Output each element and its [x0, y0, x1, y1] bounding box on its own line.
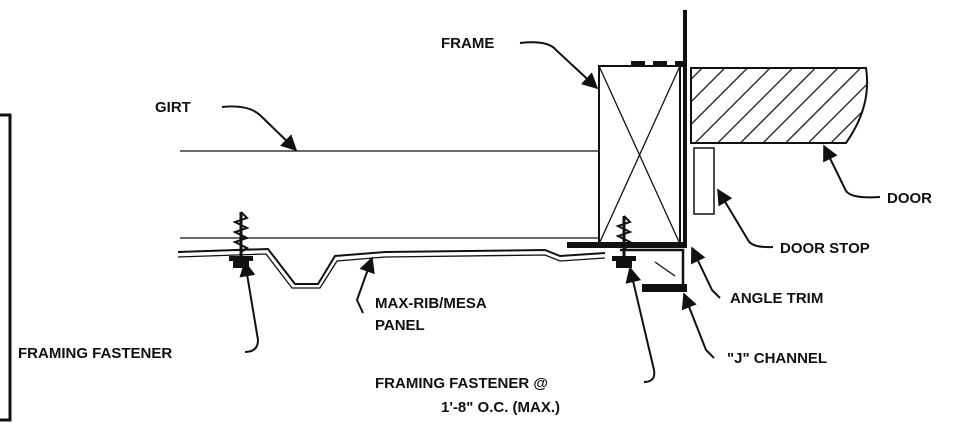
- max-rib-panel: [177, 247, 606, 289]
- door: [690, 67, 869, 144]
- label-girt: GIRT: [155, 99, 191, 116]
- label-door-stop: DOOR STOP: [780, 240, 870, 257]
- framing-fastener-screw-right: [612, 215, 636, 268]
- leader-door: [823, 144, 881, 199]
- label-framing-fastener-oc-line1: FRAMING FASTENER @: [375, 375, 548, 392]
- leader-j-channel: [681, 292, 715, 359]
- leader-max-rib: [355, 256, 375, 314]
- frame-member: [598, 61, 683, 245]
- leader-frame: [519, 41, 599, 90]
- leader-angle-trim: [690, 246, 721, 299]
- leader-framing-fastener-oc: [625, 266, 656, 383]
- label-frame: FRAME: [441, 35, 494, 52]
- label-door: DOOR: [887, 190, 932, 207]
- label-framing-fastener: FRAMING FASTENER: [18, 345, 172, 362]
- label-j-channel: "J" CHANNEL: [727, 350, 827, 367]
- leader-framing-fastener: [239, 260, 260, 353]
- leader-girt: [221, 105, 298, 152]
- girt: [180, 150, 598, 239]
- framing-fastener-screw-left: [229, 211, 253, 268]
- label-max-rib-line1: MAX-RIB/MESA: [375, 295, 487, 312]
- leader-door-stop: [717, 188, 774, 249]
- door-stop: [693, 147, 715, 215]
- label-angle-trim: ANGLE TRIM: [730, 290, 823, 307]
- label-framing-fastener-oc-line2: 1'-8" O.C. (MAX.): [441, 399, 560, 416]
- label-max-rib-line2: PANEL: [375, 317, 425, 334]
- border-frame-left: [0, 113, 12, 422]
- j-channel-flange: [642, 284, 687, 292]
- j-channel-gap: [654, 261, 676, 277]
- vertical-plate: [683, 10, 687, 248]
